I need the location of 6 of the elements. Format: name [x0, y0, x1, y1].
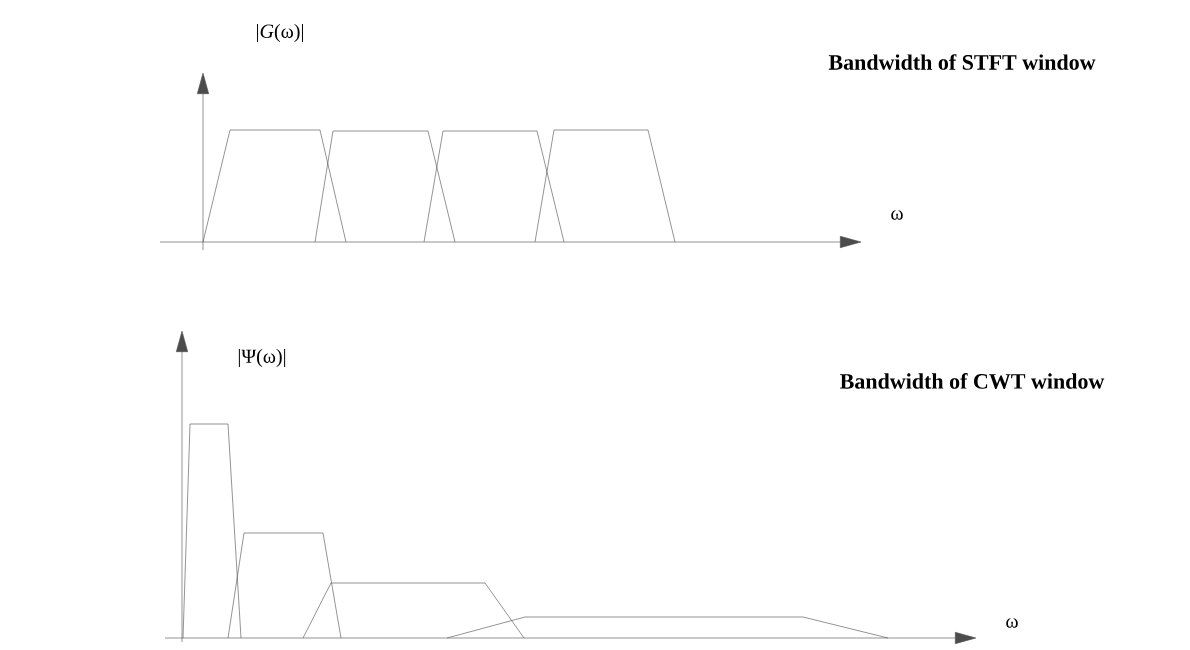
- axis-label: ω: [891, 210, 903, 220]
- axis-label: |G(ω)|: [257, 23, 303, 43]
- axis-label: |Ψ(ω)|: [238, 348, 286, 368]
- heading-text: Bandwidth of CWT window: [840, 373, 1105, 389]
- heading-text: Bandwidth of STFT window: [828, 54, 1096, 70]
- axis-label: ω: [1006, 618, 1018, 628]
